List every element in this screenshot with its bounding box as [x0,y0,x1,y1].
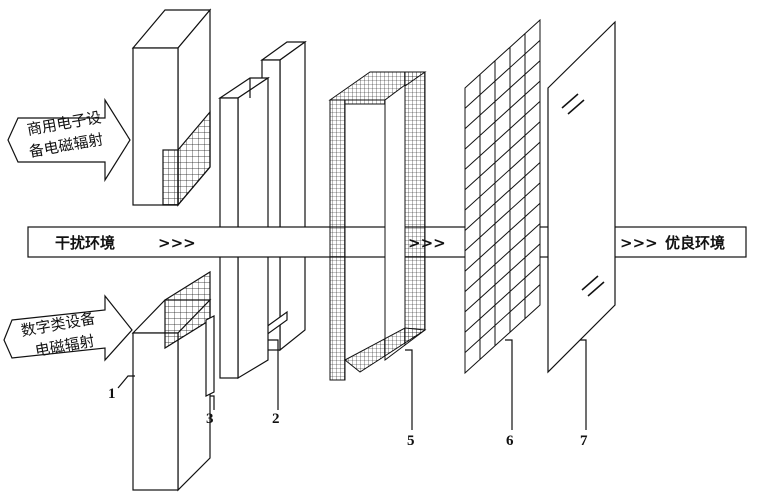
part-5-mesh-frame [328,71,427,381]
part-number-6: 6 [506,433,514,449]
bottom-source-device [131,270,212,492]
grid-line-horizontal [464,263,541,333]
part-number-2: 2 [272,411,280,427]
grid-line-horizontal [464,162,541,231]
grid-line-horizontal [464,121,541,191]
beam-arrow-2: >>> [408,234,446,252]
beam-arrow-1: >>> [158,234,196,252]
part-number-1: 1 [108,386,116,402]
grid-line-horizontal [464,141,541,211]
beam-arrow-3: >>> [620,234,658,252]
grid-line-horizontal [464,284,541,354]
top-source-device [131,8,212,207]
part-7-glass-plate [547,20,616,374]
beam-left-label: 干扰环境 [55,234,115,252]
part-3-thin-plate [205,315,215,397]
bottom-radiation-arrow [3,294,133,362]
grid-line-horizontal [464,182,541,252]
grid-line-horizontal [464,101,541,170]
grid-line-horizontal [464,223,541,292]
grid-line-horizontal [464,243,541,313]
leader-lines [117,339,587,430]
grid-line-horizontal [464,202,541,272]
part-number-7: 7 [580,433,588,449]
grid-line-horizontal [464,39,541,109]
part-6-grid-panel [464,18,541,375]
grid-line-horizontal [464,80,541,150]
top-radiation-arrow [7,97,131,183]
part-number-3: 3 [206,411,214,427]
grid-line-horizontal [464,60,541,130]
beam-right-label: 优良环境 [665,234,725,252]
part-number-5: 5 [407,433,415,449]
